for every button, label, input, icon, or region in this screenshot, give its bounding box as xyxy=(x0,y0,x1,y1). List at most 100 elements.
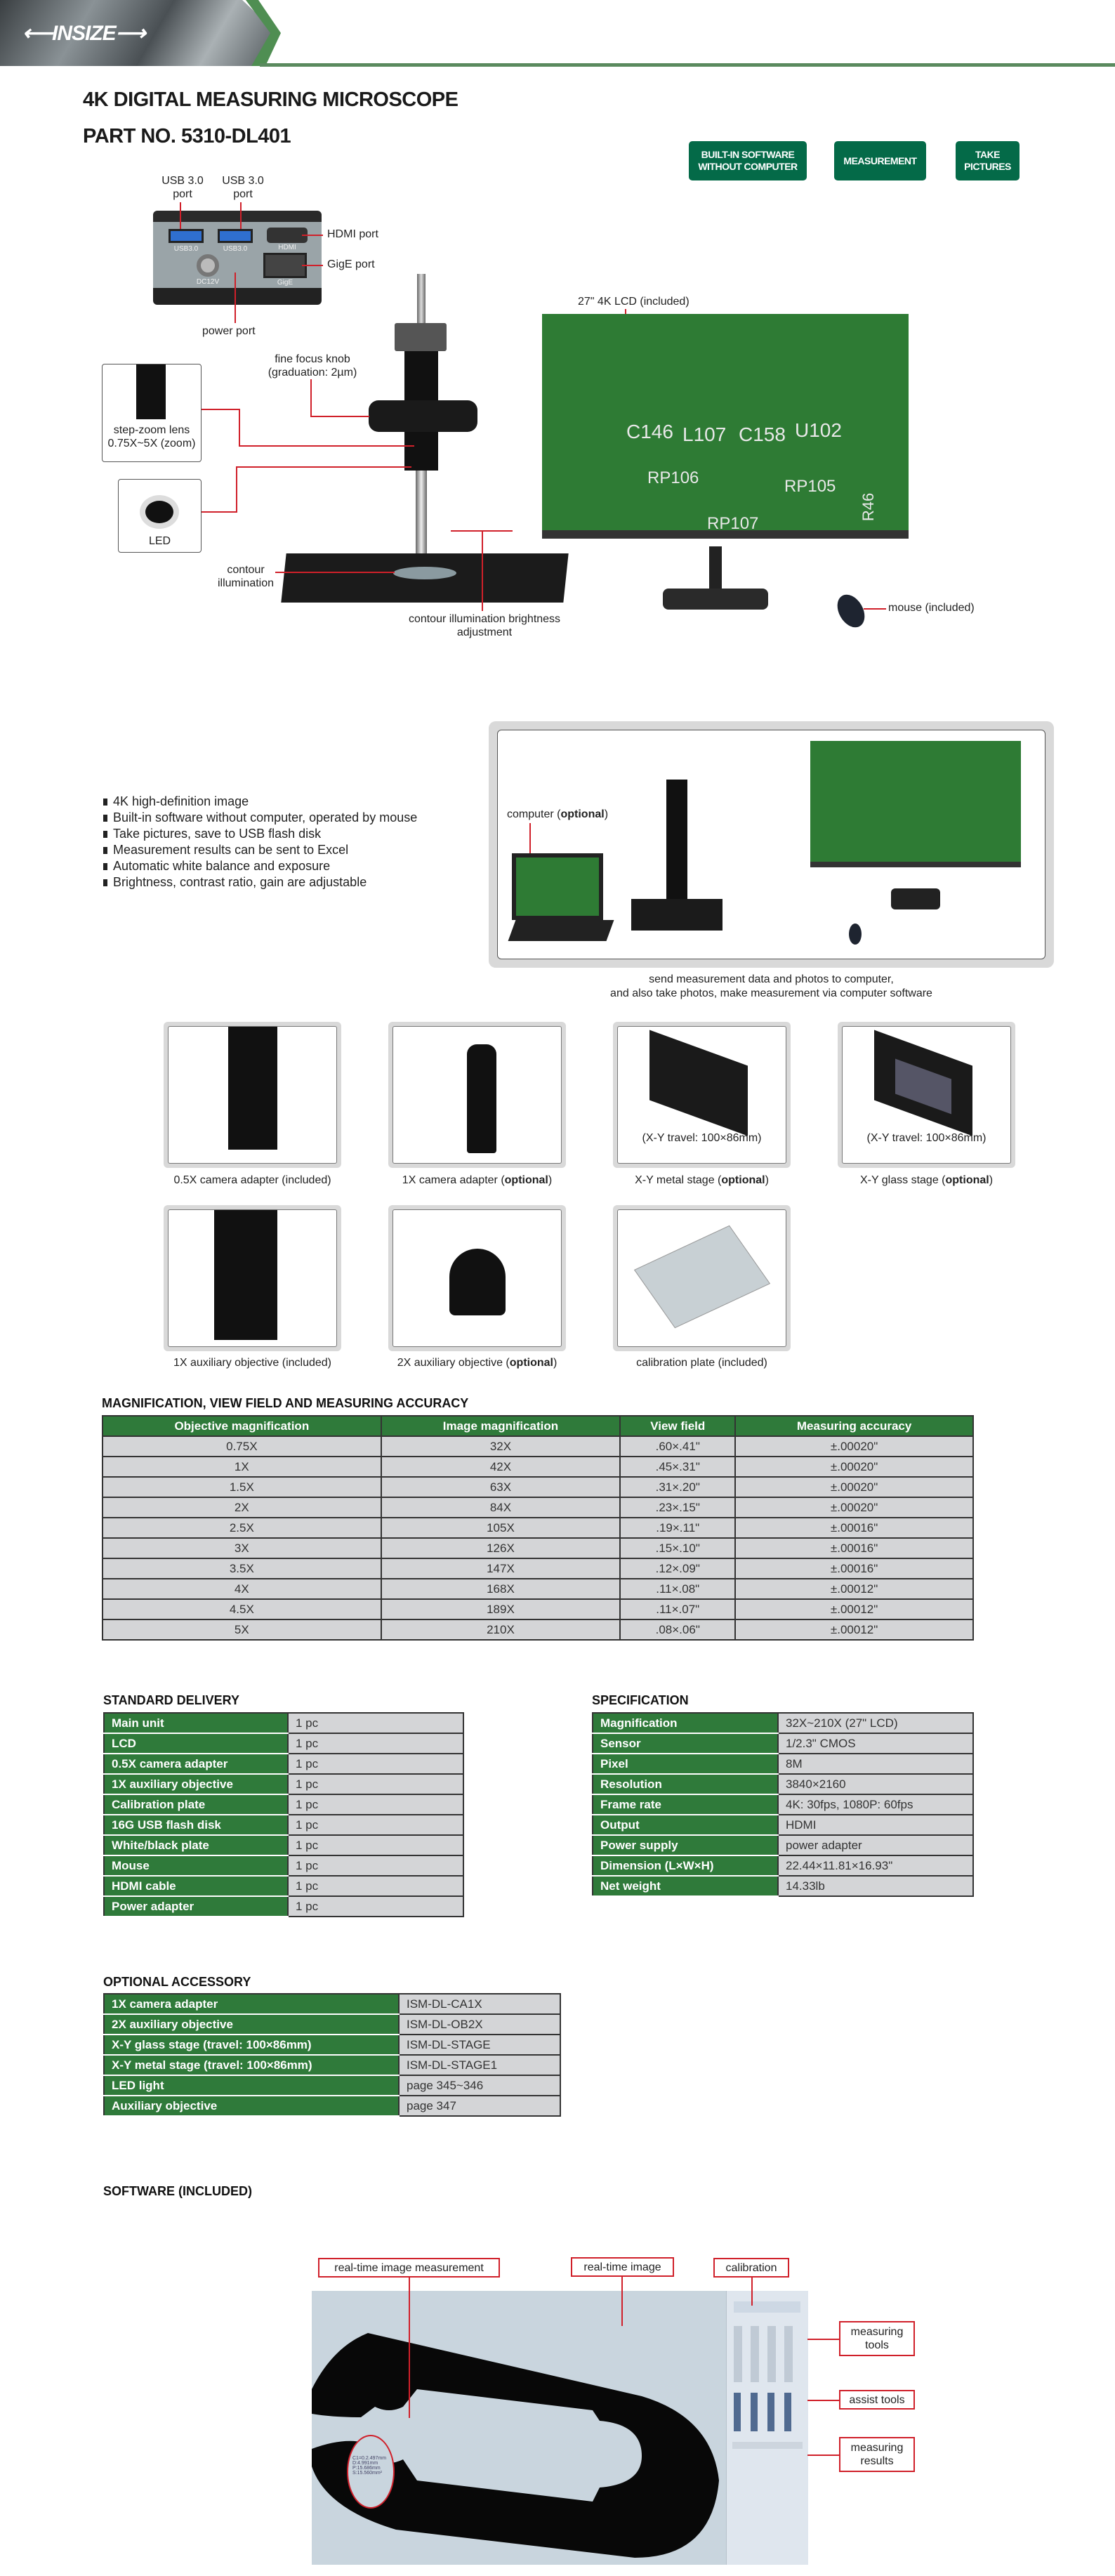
table-cell: .23×.15" xyxy=(619,1497,737,1518)
value-cell: 22.44×11.81×16.93" xyxy=(777,1855,974,1877)
table-cell: ±.00012" xyxy=(734,1598,974,1620)
logo-text: INSIZE xyxy=(52,22,117,45)
table-cell: .11×.08" xyxy=(619,1578,737,1600)
microscope-base xyxy=(631,899,723,931)
accessory-card xyxy=(164,1205,341,1351)
caption-line: send measurement data and photos to comp… xyxy=(649,973,894,985)
callout-measuring-tools: measuring tools xyxy=(839,2321,915,2356)
label-cell: Frame rate xyxy=(592,1794,779,1815)
accessory-card xyxy=(388,1022,566,1168)
value-cell: 4K: 30fps, 1080P: 60fps xyxy=(777,1794,974,1815)
table-cell: 84X xyxy=(380,1497,621,1518)
accessory-caption: 2X auxiliary objective (optional) xyxy=(374,1357,580,1369)
accessory-photo: (X-Y travel: 100×86mm) xyxy=(842,1026,1011,1164)
label-cell: X-Y glass stage (travel: 100×86mm) xyxy=(103,2034,400,2056)
value-cell: ISM-DL-STAGE1 xyxy=(398,2054,561,2076)
table-cell: .19×.11" xyxy=(619,1517,737,1539)
badge-measurement: MEASUREMENT xyxy=(834,141,926,180)
table-cell: 3X xyxy=(102,1537,382,1559)
leader-line xyxy=(529,823,531,860)
feature-item: 4K high-definition image xyxy=(103,794,417,810)
table-cell: ±.00012" xyxy=(734,1619,974,1641)
label-cell: Power adapter xyxy=(103,1895,289,1917)
readout-line: S:15.560mm² xyxy=(352,2471,383,2476)
contour-illumination-window xyxy=(393,567,456,579)
leader-line xyxy=(302,265,323,266)
objective-photo xyxy=(449,1249,506,1315)
value-cell: 1 pc xyxy=(287,1895,464,1917)
label-cell: 1X auxiliary objective xyxy=(103,1773,289,1795)
feature-list: 4K high-definition image Built-in softwa… xyxy=(103,794,417,891)
measuring-tools-grid[interactable] xyxy=(734,2326,800,2382)
caption-text: ) xyxy=(553,1357,558,1369)
value-cell: 1 pc xyxy=(287,1773,464,1795)
monitor-base xyxy=(891,888,940,909)
label-bold: optional xyxy=(560,808,605,820)
gige-port xyxy=(263,253,307,278)
assist-tools-grid[interactable] xyxy=(734,2393,800,2431)
calibration-field[interactable] xyxy=(734,2301,800,2313)
table-cell: ±.00020" xyxy=(734,1497,974,1518)
leader-line xyxy=(807,2455,839,2456)
monitor-photo xyxy=(810,741,1021,867)
label-usb-port-2: USB 3.0 port xyxy=(222,175,264,200)
adapter-photo xyxy=(467,1044,496,1153)
pcb-label: C146 xyxy=(626,421,673,442)
accessory-photo xyxy=(168,1026,337,1164)
callout-assist-tools: assist tools xyxy=(839,2390,915,2410)
leader-line xyxy=(310,416,369,417)
accessory-caption: 0.5X camera adapter (included) xyxy=(173,1174,331,1186)
accessory-photo xyxy=(617,1209,786,1347)
part-number: PART NO. 5310-DL401 xyxy=(83,125,291,147)
value-cell: 1 pc xyxy=(287,1814,464,1836)
leader-line xyxy=(864,608,886,610)
caption-text: ) xyxy=(548,1174,553,1186)
caption-text: 2X auxiliary objective ( xyxy=(397,1357,510,1369)
label-led: LED xyxy=(148,535,171,547)
value-cell: 1 pc xyxy=(287,1753,464,1775)
label-cell: 0.5X camera adapter xyxy=(103,1753,289,1775)
callout-real-time-measurement: real-time image measurement xyxy=(318,2258,500,2278)
table-cell: .08×.06" xyxy=(619,1619,737,1641)
value-cell: ISM-DL-STAGE xyxy=(398,2034,561,2056)
leader-line xyxy=(751,2278,753,2306)
accessory-caption: calibration plate (included) xyxy=(636,1357,767,1369)
leader-line xyxy=(236,466,411,468)
table-cell: 2X xyxy=(102,1497,382,1518)
feature-item: Measurement results can be sent to Excel xyxy=(103,842,417,858)
computer-setup-panel: computer (optional) xyxy=(489,721,1054,968)
table-cell: ±.00016" xyxy=(734,1517,974,1539)
label-text: ) xyxy=(604,808,609,820)
accessory-photo xyxy=(392,1209,562,1347)
table-cell: 32X xyxy=(380,1435,621,1457)
feature-item: Automatic white balance and exposure xyxy=(103,858,417,874)
software-side-panel xyxy=(726,2291,808,2565)
label-cell: Pixel xyxy=(592,1753,779,1775)
delivery-title: STANDARD DELIVERY xyxy=(103,1693,240,1707)
column-header: Measuring accuracy xyxy=(734,1415,974,1437)
leader-line xyxy=(180,202,181,229)
table-cell: 1.5X xyxy=(102,1476,382,1498)
leader-line xyxy=(302,235,323,236)
table-cell: 168X xyxy=(380,1578,621,1600)
label-cell: X-Y metal stage (travel: 100×86mm) xyxy=(103,2054,400,2076)
pcb-label: L107 xyxy=(682,423,727,445)
caption-bold: optional xyxy=(509,1357,553,1369)
readout-line: D:4.991mm xyxy=(352,2461,378,2466)
label-hdmi-port: HDMI port xyxy=(327,228,378,240)
focus-knobs xyxy=(369,400,477,432)
mouse-photo xyxy=(849,924,862,945)
computer-caption: send measurement data and photos to comp… xyxy=(489,973,1054,1001)
label-cell: LED light xyxy=(103,2075,400,2096)
accessory-card xyxy=(613,1205,791,1351)
